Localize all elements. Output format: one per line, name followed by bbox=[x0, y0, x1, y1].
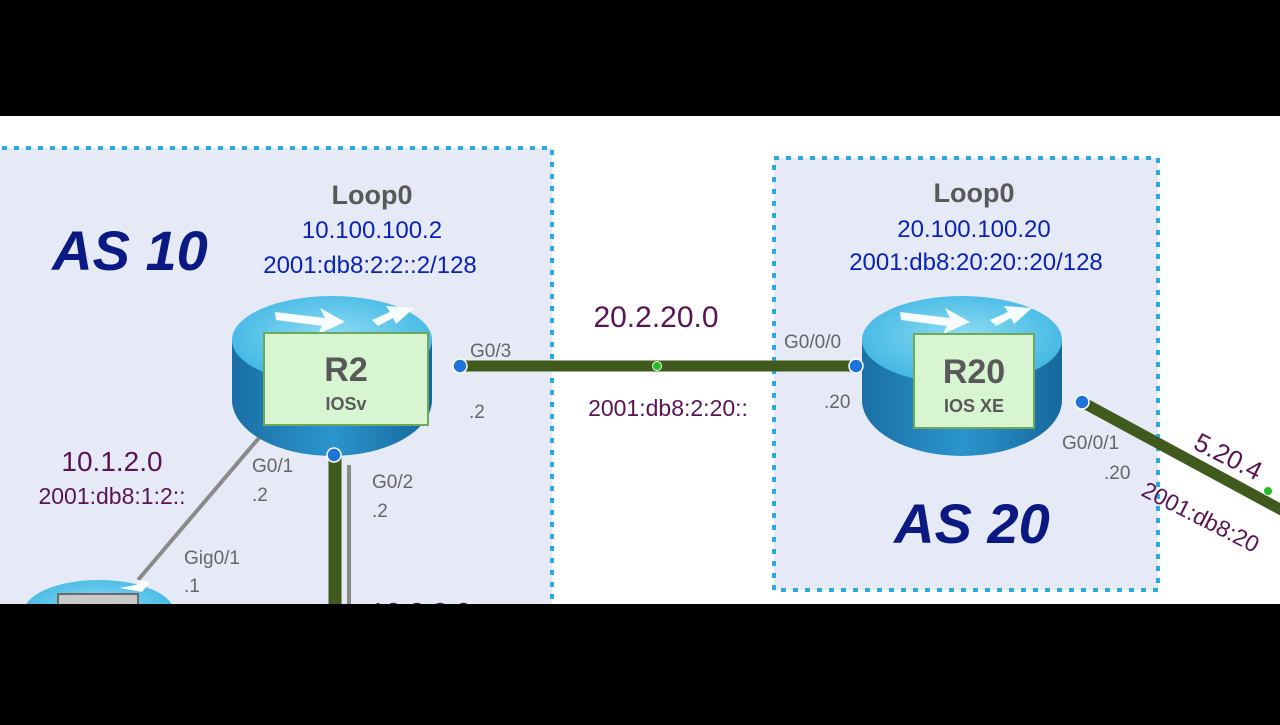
router-r1[interactable] bbox=[24, 580, 174, 644]
link-r2-r1-ipv4: 10.1.2.0 bbox=[61, 446, 162, 477]
r20-loopback-label: Loop0 bbox=[934, 178, 1015, 208]
r20-g001-host: .20 bbox=[1104, 463, 1130, 484]
r2-g02-name: G0/2 bbox=[372, 472, 413, 493]
r2-g03-host: .2 bbox=[469, 402, 485, 423]
link-r20-right bbox=[1079, 397, 1280, 516]
r20-loopback-ipv4: 20.100.100.20 bbox=[897, 216, 1050, 243]
link-r2-r20-ipv6: 2001:db8:2:20:: bbox=[588, 395, 748, 421]
link-r2-r1 bbox=[136, 430, 266, 582]
r20-label-box bbox=[913, 333, 1035, 429]
r20-platform: IOS XE bbox=[944, 396, 1004, 416]
as20-label: AS 20 bbox=[892, 492, 1050, 555]
r2-loopback-ipv4: 10.100.100.2 bbox=[302, 217, 442, 244]
router-arrows-icon bbox=[900, 306, 1032, 334]
r2-label-box bbox=[263, 332, 429, 426]
r20-g000-host: .20 bbox=[824, 392, 850, 413]
r2-name: R2 bbox=[324, 351, 367, 389]
link-midpoint-r2-r20 bbox=[652, 361, 662, 371]
router-r20[interactable] bbox=[862, 296, 1062, 456]
r20-name: R20 bbox=[943, 353, 1005, 391]
link-r2-r20-ipv4: 20.2.20.0 bbox=[593, 301, 718, 334]
r1-gig01-name: Gig0/1 bbox=[184, 548, 240, 569]
interface-dot-r2-g02[interactable] bbox=[326, 447, 342, 463]
interface-dot-r20-g001[interactable] bbox=[1074, 394, 1090, 410]
r2-g02-host: .2 bbox=[372, 501, 388, 522]
r1-gig01-host: .1 bbox=[184, 576, 200, 597]
r20-g001-name: G0/0/1 bbox=[1062, 433, 1119, 454]
router-arrows-icon bbox=[275, 306, 414, 334]
r20-loopback-ipv6: 2001:db8:20:20::20/128 bbox=[849, 249, 1103, 276]
r2-platform: IOSv bbox=[325, 394, 366, 414]
link-r2-down-ipv4: 10.2.3.0 bbox=[370, 597, 471, 628]
link-midpoint-r20-right bbox=[1263, 486, 1273, 496]
interface-dot-r2-g03[interactable] bbox=[452, 358, 468, 374]
letterbox-top bbox=[0, 0, 1280, 116]
letterbox-bottom-mask bbox=[0, 604, 1280, 720]
link-r2-r1-ipv6: 2001:db8:1:2:: bbox=[38, 483, 185, 509]
interface-dot-r20-g000[interactable] bbox=[848, 358, 864, 374]
r2-g01-name: G0/1 bbox=[252, 456, 293, 477]
r2-loopback-ipv6: 2001:db8:2:2::2/128 bbox=[263, 252, 477, 279]
router-r2[interactable] bbox=[232, 296, 432, 456]
r2-g01-host: .2 bbox=[252, 485, 268, 506]
r2-g03-name: G0/3 bbox=[470, 341, 511, 362]
r20-g000-name: G0/0/0 bbox=[784, 332, 841, 353]
as10-label: AS 10 bbox=[50, 219, 208, 282]
r2-loopback-label: Loop0 bbox=[332, 180, 413, 210]
